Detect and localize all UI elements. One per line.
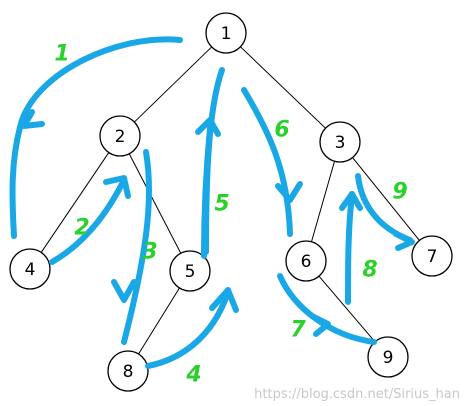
arrow-stroke	[345, 191, 355, 305]
node-label: 1	[221, 24, 232, 44]
traversal-arrow-7	[241, 87, 303, 237]
traversal-arrow-3	[111, 149, 152, 345]
traversal-arrow-6	[203, 67, 225, 255]
step-numbers-layer: 1 2 3 4 5 6 7 8 9	[54, 42, 407, 388]
traversal-arrow-1	[9, 36, 183, 239]
tree-node-9: 9	[367, 336, 409, 378]
arrow-head	[103, 175, 131, 199]
arrow-stroke	[241, 87, 293, 237]
edge-n3-n6	[311, 161, 335, 242]
step-number-4: 4	[185, 363, 201, 388]
node-circle	[99, 115, 141, 157]
step-number-5: 5	[214, 192, 229, 217]
node-label: 2	[115, 127, 126, 147]
node-circle	[107, 350, 149, 392]
step-number-7: 7	[290, 318, 306, 343]
traversal-arrow-2	[49, 175, 131, 265]
node-label: 3	[335, 133, 346, 153]
tree-node-2: 2	[99, 115, 141, 157]
node-circle	[367, 336, 409, 378]
node-label: 9	[383, 348, 394, 368]
tree-node-4: 4	[9, 248, 51, 290]
node-circle	[319, 121, 361, 163]
tree-node-5: 5	[169, 250, 211, 292]
traversal-arrow-10	[355, 173, 415, 251]
node-label: 7	[427, 247, 438, 267]
arrows-layer	[9, 36, 415, 369]
arrow-stroke	[203, 67, 225, 255]
edge-n6-n9	[318, 275, 376, 343]
tree-node-1: 1	[205, 12, 247, 54]
nodes-layer: 1 2 3 4 5 6 7 8 9	[9, 12, 453, 392]
node-circle	[205, 12, 247, 54]
step-number-1: 1	[54, 42, 69, 67]
tree-node-8: 8	[107, 350, 149, 392]
arrow-head	[209, 287, 239, 313]
node-label: 6	[301, 252, 312, 272]
step-number-2: 2	[74, 216, 89, 241]
node-label: 4	[25, 260, 36, 280]
node-label: 5	[185, 262, 196, 282]
traversal-arrow-9	[339, 191, 363, 305]
tree-node-3: 3	[319, 121, 361, 163]
node-circle	[169, 250, 211, 292]
arrow-stroke	[145, 289, 231, 369]
node-circle	[411, 235, 453, 277]
edge-n2-n4	[40, 152, 110, 253]
edges-layer	[40, 46, 420, 355]
tree-node-7: 7	[411, 235, 453, 277]
edge-n5-n8	[138, 287, 180, 355]
arrow-stroke	[9, 36, 183, 239]
node-circle	[285, 240, 327, 282]
step-number-8: 8	[362, 258, 377, 283]
arrow-stroke	[121, 149, 152, 345]
node-label: 8	[123, 362, 134, 382]
step-number-6: 6	[274, 118, 289, 143]
edge-n1-n2	[133, 46, 213, 123]
step-number-3: 3	[142, 240, 157, 265]
tree-node-6: 6	[285, 240, 327, 282]
arrow-head	[339, 191, 363, 211]
traversal-arrow-4	[145, 287, 239, 369]
arrow-head	[393, 231, 415, 251]
arrow-head	[111, 279, 137, 303]
step-number-9: 9	[392, 180, 407, 205]
edge-n3-n7	[352, 157, 420, 241]
watermark: https://blog.csdn.net/Sirius_han	[254, 387, 460, 402]
arrow-head	[21, 109, 45, 129]
node-circle	[9, 248, 51, 290]
arrow-stroke	[49, 177, 127, 265]
arrow-head	[275, 181, 303, 203]
traversal-arrow-8	[277, 273, 377, 345]
arrow-head	[309, 313, 331, 337]
edge-n2-n5	[128, 153, 182, 254]
edge-n1-n3	[240, 46, 326, 129]
